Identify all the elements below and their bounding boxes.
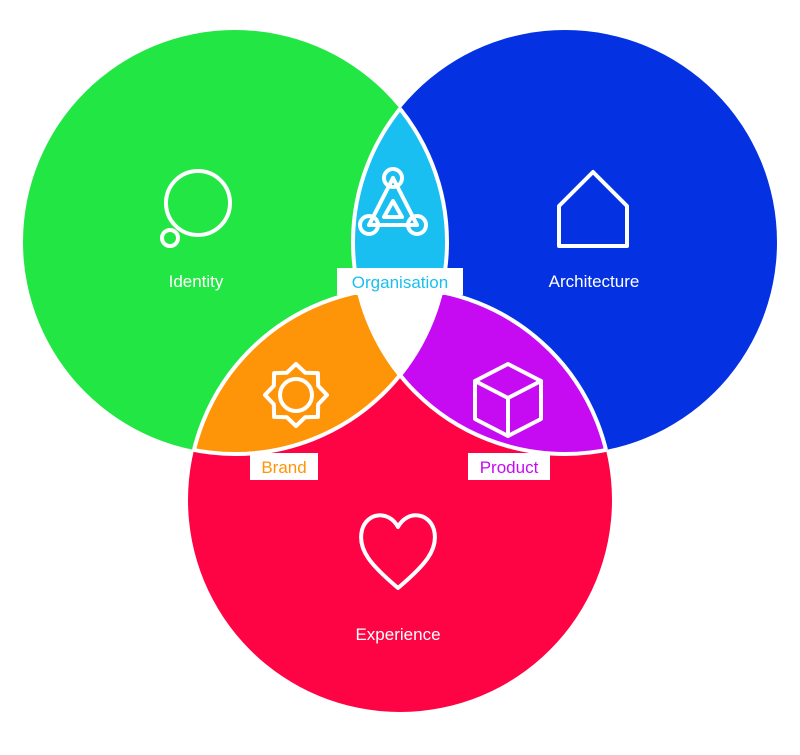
cube-icon [473,362,543,438]
heart-icon [359,513,437,590]
brand-label-box: Brand [250,453,318,480]
house-icon [557,170,629,248]
architecture-label: Architecture [549,272,640,291]
organisation-label-box: Organisation [337,268,463,295]
brand-region [188,288,447,454]
organisation-label: Organisation [352,273,448,292]
sun-badge-icon [263,362,329,428]
separator-line [351,30,447,454]
product-label-box: Product [468,453,550,480]
separator-line [188,288,449,456]
experience-label: Experience [355,625,440,644]
brand-label: Brand [261,458,306,477]
product-region [353,288,612,454]
identity-label: Identity [169,272,224,291]
separator-line [353,30,449,454]
network-triangle-icon [358,167,428,236]
sun-badge-outline [263,362,329,428]
separator-line [351,288,612,456]
thought-bubble-icon [160,169,232,248]
product-label: Product [480,458,539,477]
